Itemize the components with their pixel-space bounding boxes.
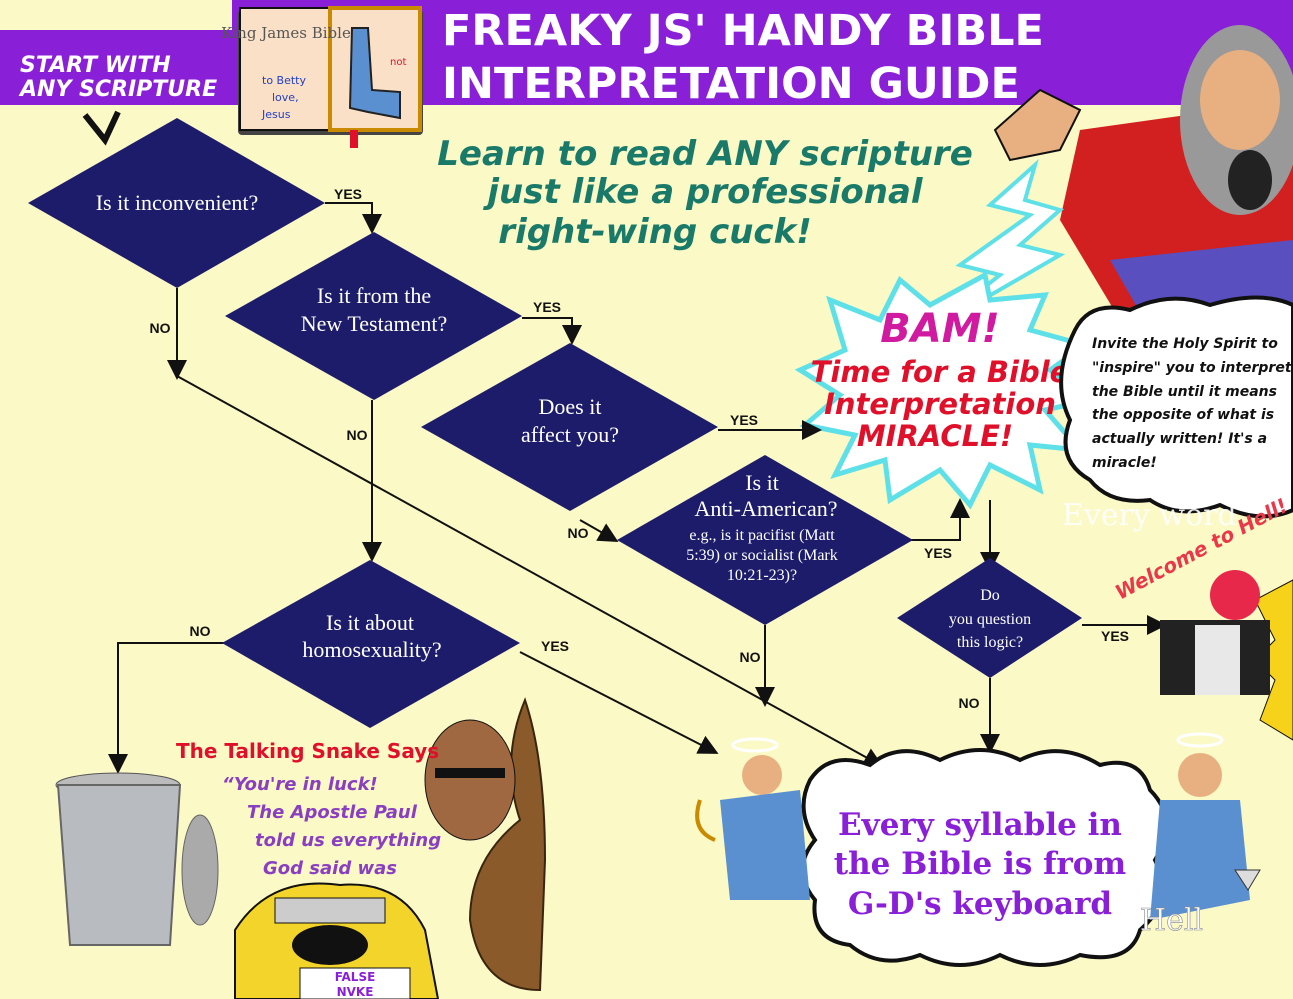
no-label-q2: NO bbox=[347, 427, 368, 443]
decision-anti-american bbox=[617, 455, 913, 625]
header-notch bbox=[0, 0, 232, 30]
no-label-q1: NO bbox=[150, 320, 171, 336]
book-title: King James Bible bbox=[221, 24, 351, 42]
start-label-1: START WITH bbox=[20, 53, 171, 78]
spirit-line-1: Invite the Holy Spirit to bbox=[1092, 336, 1278, 352]
bam-line-2: Time for a Bible bbox=[811, 355, 1070, 389]
bam-line-4: MIRACLE! bbox=[857, 419, 1013, 453]
title-line-2: INTERPRETATION GUIDE bbox=[442, 59, 1020, 109]
yellow-face-illustration: FALSE NVKE bbox=[234, 882, 440, 999]
bible-book-icon: King James Bible to Betty love, Jesus no… bbox=[221, 6, 423, 148]
devil-accordion-illustration bbox=[1160, 570, 1293, 741]
no-label-q4: NO bbox=[740, 649, 761, 665]
bam-line-3: Interpretation bbox=[824, 387, 1056, 421]
tagline-1: Learn to read ANY scripture bbox=[437, 134, 973, 174]
decision-homosexuality bbox=[222, 560, 520, 728]
yes-label-q2: YES bbox=[533, 299, 561, 315]
q6-text-2: you question bbox=[949, 611, 1031, 628]
spirit-line-5: actually written! It's a bbox=[1092, 431, 1267, 447]
trash-can-icon bbox=[55, 772, 219, 946]
tagline-3: right-wing cuck! bbox=[498, 212, 811, 252]
q1-text: Is it inconvenient? bbox=[96, 190, 259, 215]
final-line-1: Every syllable in bbox=[838, 807, 1122, 843]
title-line-1: FREAKY JS' HANDY BIBLE bbox=[442, 6, 1044, 56]
start-label-2: ANY SCRIPTURE bbox=[18, 77, 217, 102]
sign-line-2: NVKE bbox=[337, 985, 374, 999]
yes-label-q4: YES bbox=[924, 545, 952, 561]
spirit-line-3: the Bible until it means bbox=[1092, 384, 1277, 400]
yes-label-q5: YES bbox=[541, 638, 569, 654]
q4-sub-2: 5:39) or socialist (Mark bbox=[686, 547, 838, 564]
inscription-1: to Betty bbox=[262, 74, 306, 87]
yes-label-q6: YES bbox=[1101, 628, 1129, 644]
faint-every-word: Every word bbox=[1062, 498, 1237, 533]
final-cloud bbox=[800, 748, 1169, 967]
no-label-q3: NO bbox=[568, 525, 589, 541]
no-label-q5: NO bbox=[190, 623, 211, 639]
final-line-3: G-D's keyboard bbox=[848, 886, 1112, 922]
decision-inconvenient bbox=[28, 118, 325, 288]
q5-text-2: homosexuality? bbox=[302, 637, 441, 662]
q2-text-2: New Testament? bbox=[301, 311, 448, 336]
decision-affect-you bbox=[421, 343, 718, 511]
q4-text-1: Is it bbox=[745, 470, 779, 495]
snake-line-2: The Apostle Paul bbox=[247, 802, 418, 823]
spirit-line-2: "inspire" you to interpret bbox=[1092, 360, 1293, 376]
yes-label-q3: YES bbox=[730, 412, 758, 428]
tagline-2: just like a professional bbox=[482, 172, 924, 212]
final-line-2: the Bible is from bbox=[834, 846, 1127, 882]
yes-label-q1: YES bbox=[334, 186, 362, 202]
q4-sub-3: 10:21-23)? bbox=[727, 567, 797, 584]
inscription-3: Jesus bbox=[261, 108, 291, 121]
spirit-line-6: miracle! bbox=[1092, 455, 1157, 471]
start-arrow-icon bbox=[82, 110, 121, 146]
snake-line-3: told us everything bbox=[255, 830, 441, 851]
decision-question-logic bbox=[897, 558, 1082, 678]
bam-title: BAM! bbox=[880, 306, 1000, 352]
q3-text-1: Does it bbox=[539, 394, 602, 419]
q2-text-1: Is it from the bbox=[317, 283, 431, 308]
decision-new-testament bbox=[225, 232, 522, 400]
angel-harp-illustration bbox=[695, 737, 810, 900]
snake-title: The Talking Snake Says bbox=[176, 739, 439, 763]
spirit-line-4: the opposite of what is bbox=[1092, 407, 1274, 423]
q4-text-2: Anti-American? bbox=[695, 496, 838, 521]
no-label-q6: NO bbox=[959, 695, 980, 711]
inscription-2: love, bbox=[272, 91, 299, 104]
snake-line-1: “You're in luck! bbox=[222, 774, 378, 795]
angel-martini-illustration bbox=[1150, 732, 1261, 920]
faint-hell: Hell bbox=[1140, 903, 1203, 938]
q5-text-1: Is it about bbox=[326, 610, 414, 635]
connectors bbox=[108, 202, 1167, 774]
q3-text-2: affect you? bbox=[521, 422, 619, 447]
sign-line-1: FALSE bbox=[335, 970, 376, 984]
q6-text-1: Do bbox=[980, 587, 1000, 604]
margin-note: not bbox=[390, 57, 406, 68]
snake-line-4: God said was bbox=[263, 858, 397, 879]
snake-illustration bbox=[424, 697, 547, 992]
q4-sub-1: e.g., is it pacifist (Matt bbox=[689, 527, 835, 544]
q6-text-3: this logic? bbox=[957, 634, 1023, 651]
holy-spirit-cloud bbox=[1059, 295, 1293, 519]
